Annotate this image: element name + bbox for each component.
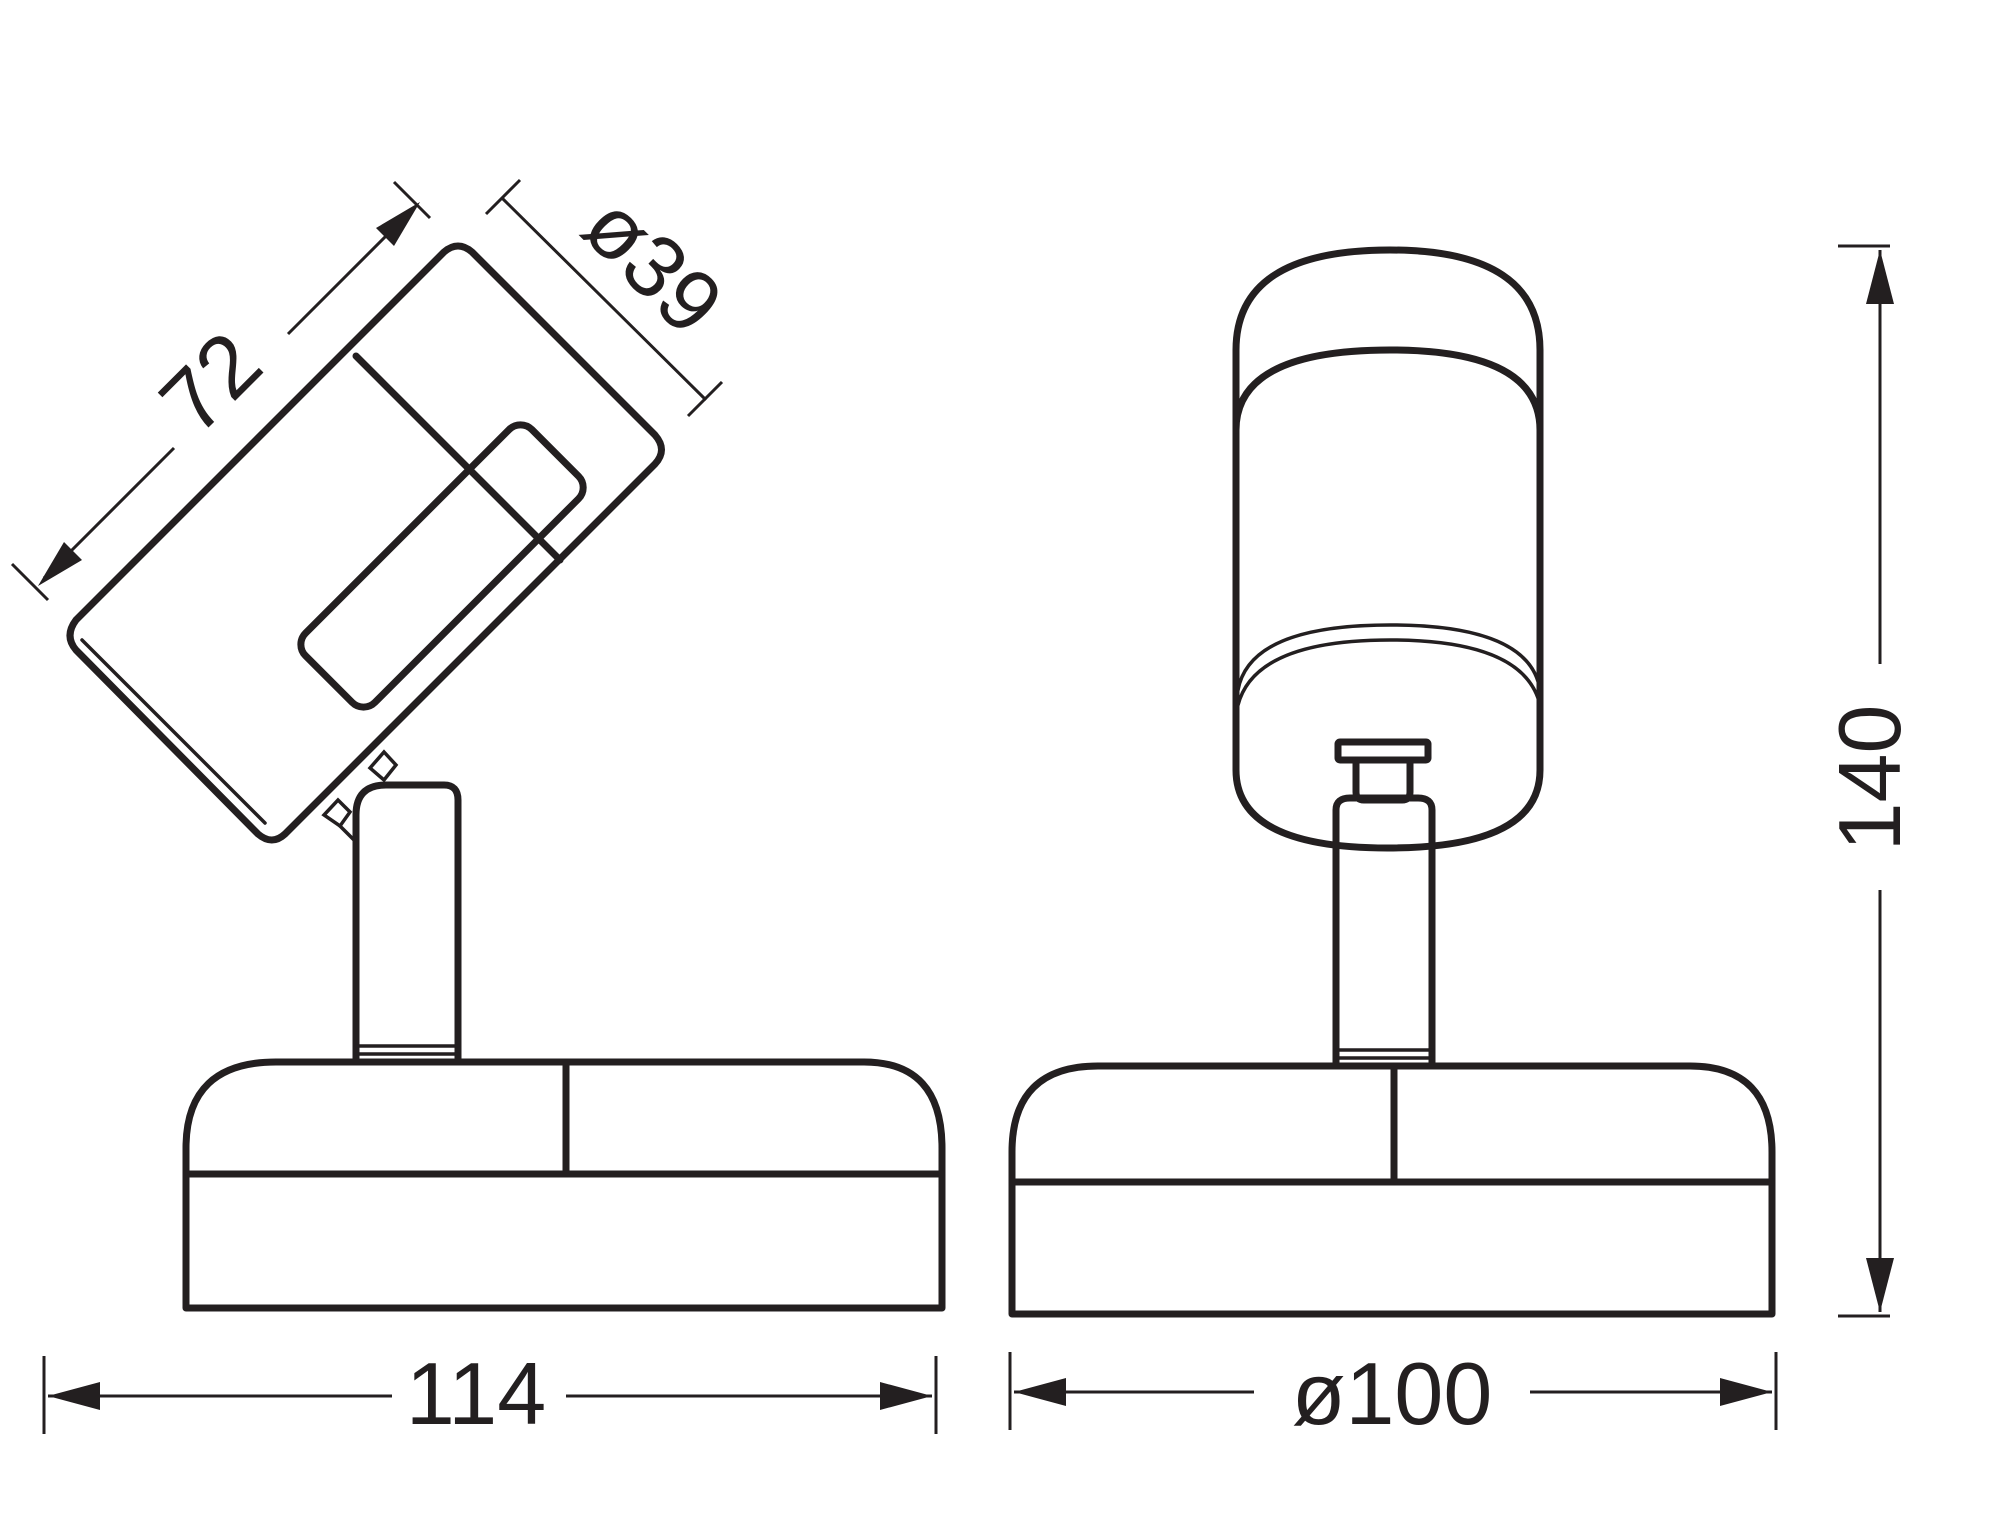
dim-head-length: 72: [10, 180, 432, 602]
dim-base-diameter-label: ø100: [1292, 1344, 1493, 1443]
dim-base-diameter: ø100: [1008, 1344, 1778, 1443]
front-view: [1008, 246, 1776, 1318]
dim-side-width-label: 114: [406, 1344, 546, 1443]
dim-head-length-label: 72: [141, 313, 280, 452]
side-view-lamp-head-body: [66, 242, 665, 844]
dim-head-diameter: ø39: [484, 176, 742, 418]
dim-head-diameter-label: ø39: [565, 176, 742, 353]
front-view-pivot: [1334, 738, 1432, 804]
side-view-base: [182, 1058, 946, 1312]
front-view-lamp-head: [1232, 246, 1544, 852]
dim-total-height: 140: [1820, 244, 1919, 1318]
side-view: [66, 242, 946, 1312]
dim-total-height-label: 140: [1820, 705, 1919, 852]
side-view-stem: [352, 781, 462, 1066]
front-view-base: [1008, 1062, 1776, 1318]
side-view-lamp-head: [297, 421, 587, 711]
front-view-stem: [1332, 794, 1436, 1070]
dim-side-width: 114: [42, 1344, 938, 1443]
